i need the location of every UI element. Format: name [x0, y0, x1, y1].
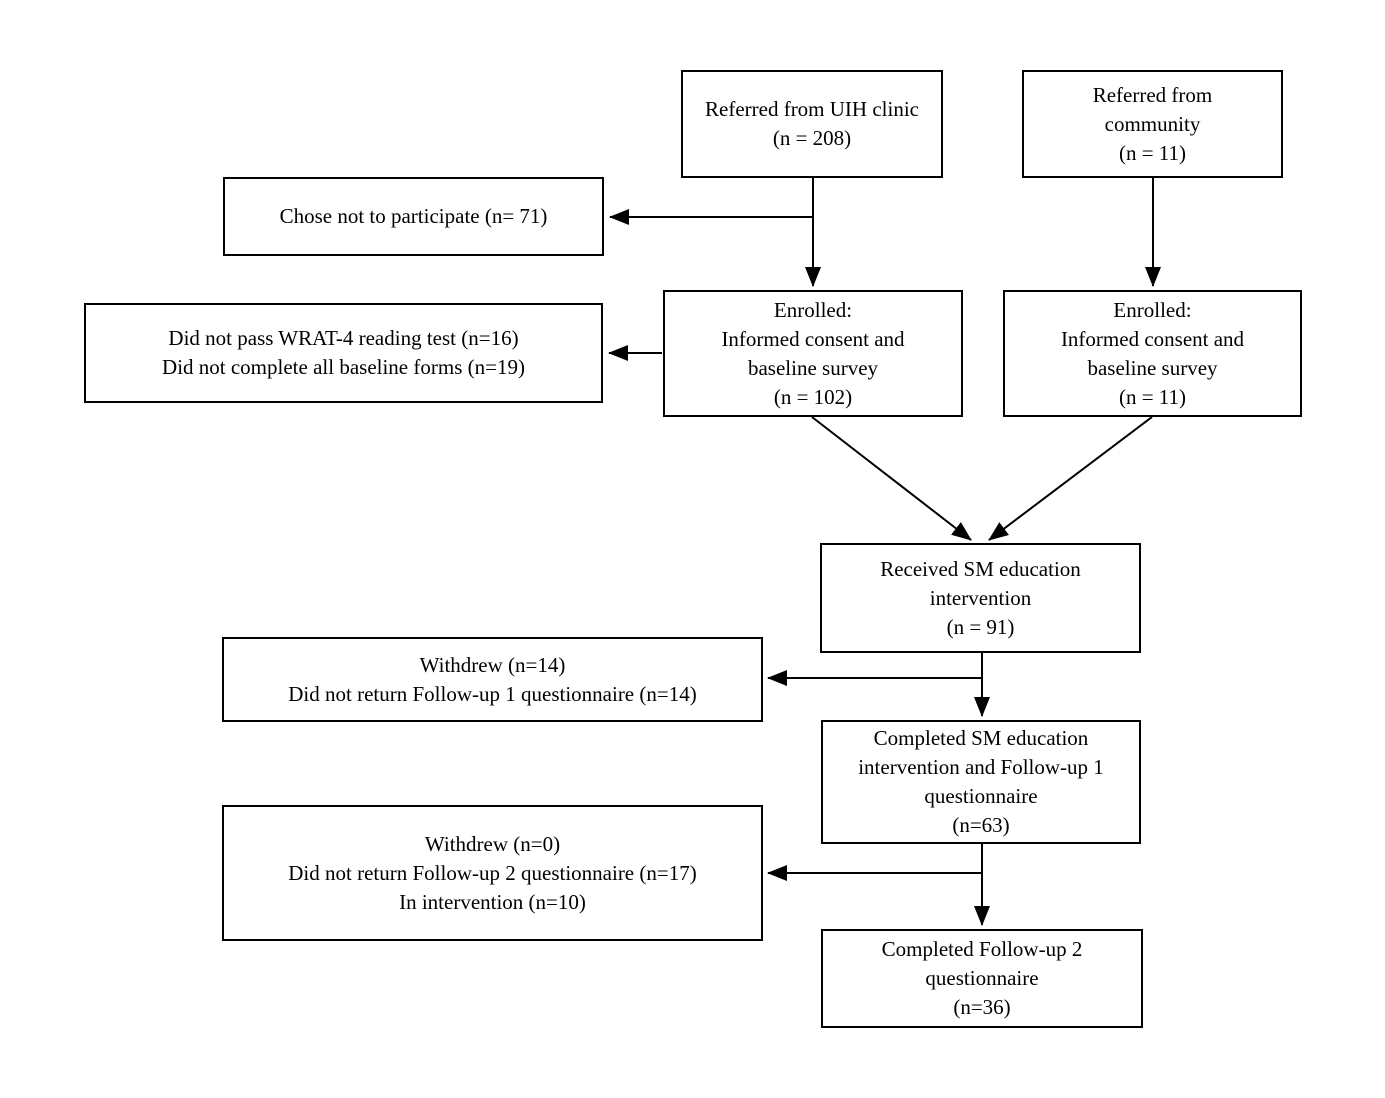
node-withdrew-followup2: Withdrew (n=0) Did not return Follow-up … — [222, 805, 763, 941]
node-text-line: (n = 208) — [772, 126, 852, 150]
node-text-line: Informed consent and — [1060, 326, 1245, 351]
node-text-line: Enrolled: — [773, 297, 853, 322]
node-text-line: Withdrew (n=0) — [424, 831, 561, 856]
node-text-line: Withdrew (n=14) — [419, 652, 566, 677]
node-received-sm-education: Received SM education intervention (n = … — [820, 543, 1141, 653]
node-withdrew-followup1: Withdrew (n=14) Did not return Follow-up… — [222, 637, 763, 722]
node-referred-uih-clinic: Referred from UIH clinic (n = 208) — [681, 70, 943, 178]
node-referred-community: Referred from community (n = 11) — [1022, 70, 1283, 178]
node-text-line: Received SM education — [880, 556, 1081, 581]
node-text-line: Did not complete all baseline forms (n=1… — [162, 355, 525, 379]
node-text-line: (n=36) — [953, 995, 1011, 1019]
node-text-line: Referred from — [1092, 82, 1213, 107]
node-text-line: (n = 91) — [946, 614, 1015, 639]
node-text-line: Enrolled: — [1113, 297, 1192, 322]
node-text-line: Did not return Follow-up 1 questionnaire… — [288, 681, 697, 706]
node-text-line: questionnaire — [925, 966, 1039, 990]
node-enrolled-community: Enrolled: Informed consent and baseline … — [1003, 290, 1302, 417]
node-text-line: intervention — [929, 585, 1032, 610]
node-text-line: community — [1104, 111, 1201, 136]
node-chose-not-participate: Chose not to participate (n= 71) — [223, 177, 604, 256]
node-text-line: (n = 102) — [773, 384, 853, 409]
node-text-line: Chose not to participate (n= 71) — [279, 204, 548, 228]
node-text-line: Referred from UIH clinic — [705, 97, 919, 121]
node-text-line: baseline survey — [747, 355, 879, 380]
arrow-enrolled-clinic-to-received-sm — [811, 416, 972, 541]
node-text-line: intervention and Follow-up 1 — [858, 755, 1104, 779]
node-text-line: Did not return Follow-up 2 questionnaire… — [288, 860, 697, 885]
node-text-line: Completed Follow-up 2 — [881, 937, 1083, 961]
node-text-line: (n = 11) — [1118, 384, 1187, 409]
node-text-line: Completed SM education — [873, 726, 1089, 750]
node-text-line: questionnaire — [924, 784, 1038, 808]
node-text-line: Informed consent and — [721, 326, 905, 351]
arrow-enrolled-community-to-received-sm — [988, 416, 1153, 541]
node-completed-sm-education: Completed SM education intervention and … — [821, 720, 1141, 844]
node-did-not-pass-wrat4: Did not pass WRAT-4 reading test (n=16) … — [84, 303, 603, 403]
node-text-line: baseline survey — [1087, 355, 1218, 380]
node-text-line: In intervention (n=10) — [399, 889, 586, 914]
node-text-line: (n = 11) — [1118, 140, 1187, 165]
node-completed-followup2: Completed Follow-up 2 questionnaire (n=3… — [821, 929, 1143, 1028]
node-text-line: Did not pass WRAT-4 reading test (n=16) — [168, 326, 519, 350]
node-enrolled-clinic: Enrolled: Informed consent and baseline … — [663, 290, 963, 417]
node-text-line: (n=63) — [952, 813, 1010, 837]
